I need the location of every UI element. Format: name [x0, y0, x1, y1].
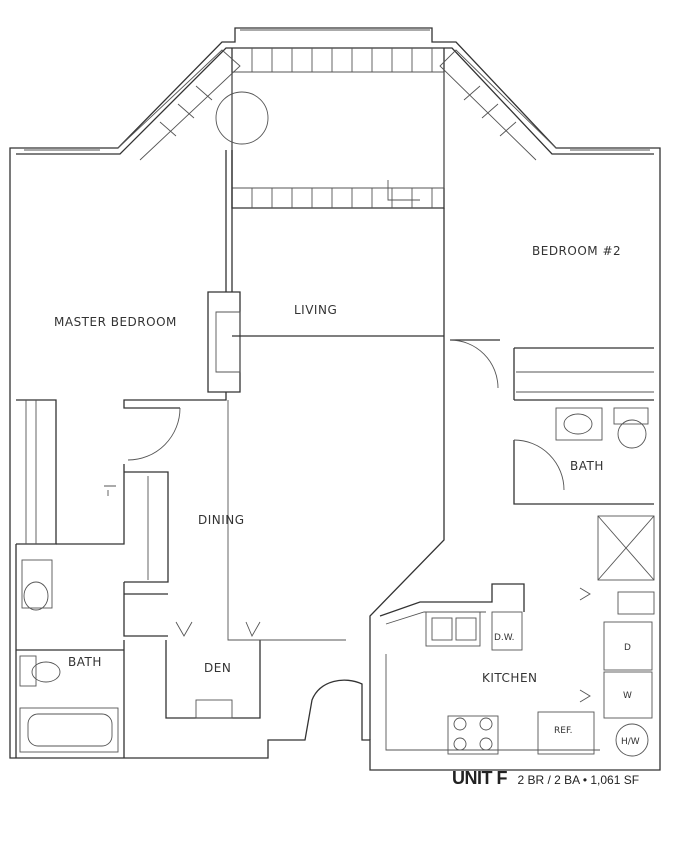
room-label-dining: DINING: [198, 513, 245, 527]
exterior-walls: [9, 27, 661, 771]
room-label-master-bedroom: MASTER BEDROOM: [54, 315, 177, 329]
room-label-bath-right: BATH: [570, 459, 604, 473]
unit-name: UNIT F: [452, 768, 508, 788]
room-label-den: DEN: [204, 661, 231, 675]
room-label-bath-left: BATH: [68, 655, 102, 669]
room-label-kitchen: KITCHEN: [482, 671, 538, 685]
interior-walls: [15, 150, 655, 758]
refrigerator-label: REF.: [554, 726, 573, 736]
dryer-label: D: [624, 643, 631, 653]
dishwasher-label: D.W.: [494, 633, 515, 643]
balcony: [117, 48, 557, 209]
water-heater-label: H/W: [621, 737, 640, 747]
room-label-living: LIVING: [294, 303, 337, 317]
washer-label: W: [623, 691, 632, 701]
unit-spec: 2 BR / 2 BA • 1,061 SF: [517, 773, 640, 787]
unit-caption: UNIT F 2 BR / 2 BA • 1,061 SF: [452, 768, 639, 789]
room-label-bedroom-2: BEDROOM #2: [532, 244, 621, 258]
